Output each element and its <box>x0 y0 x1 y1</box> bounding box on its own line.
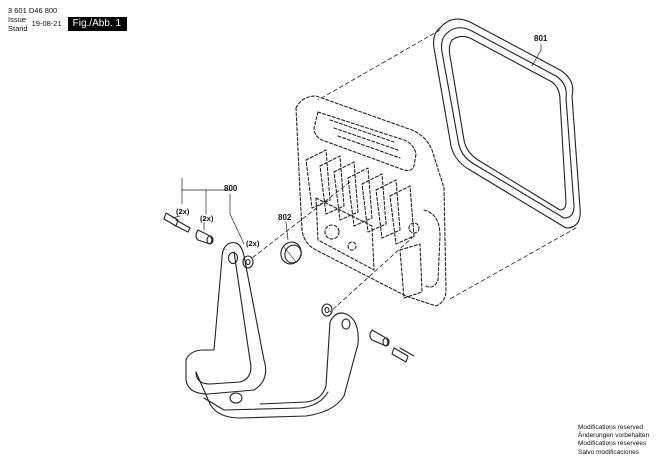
issue-date: 19-08-21 <box>31 19 62 28</box>
assembly-leaders <box>251 29 577 313</box>
callout-802: 802 <box>278 213 292 222</box>
figure-badge: Fig./Abb. 1 <box>67 17 127 31</box>
qty-label-sleeve: (2x) <box>200 214 214 223</box>
sleeve-left <box>195 229 214 245</box>
lamp-body <box>295 95 447 307</box>
issue-label: Issue <box>8 15 26 24</box>
callout-801: 801 <box>534 34 548 43</box>
callout-leaders <box>171 43 542 245</box>
issue-stand-label: Issue Stand <box>8 15 28 33</box>
note-line: Modifications réservées <box>578 440 647 448</box>
cap-part <box>280 241 302 265</box>
qty-label-screw: (2x) <box>176 207 190 216</box>
note-line: Modifications reserved <box>578 424 644 431</box>
handle-part <box>185 241 359 419</box>
sleeve-right <box>369 329 390 347</box>
note-line: Änderungen vorbehalten <box>578 432 650 440</box>
doc-number: 3 601 D46 800 <box>8 6 58 15</box>
callout-800: 800 <box>224 184 238 193</box>
modifications-note: Modifications reserved Änderungen vorbeh… <box>578 424 650 457</box>
qty-label-washer: (2x) <box>246 239 260 248</box>
frame-seal-part <box>433 18 581 229</box>
screw-right <box>391 347 415 363</box>
washer-left <box>242 255 254 269</box>
note-line: Salvo modificaciones <box>578 448 640 456</box>
stand-label: Stand <box>8 24 28 33</box>
washer-right <box>321 303 333 317</box>
document-header: 3 601 D46 800 Issue Stand 19-08-21 Fig./… <box>8 6 127 33</box>
